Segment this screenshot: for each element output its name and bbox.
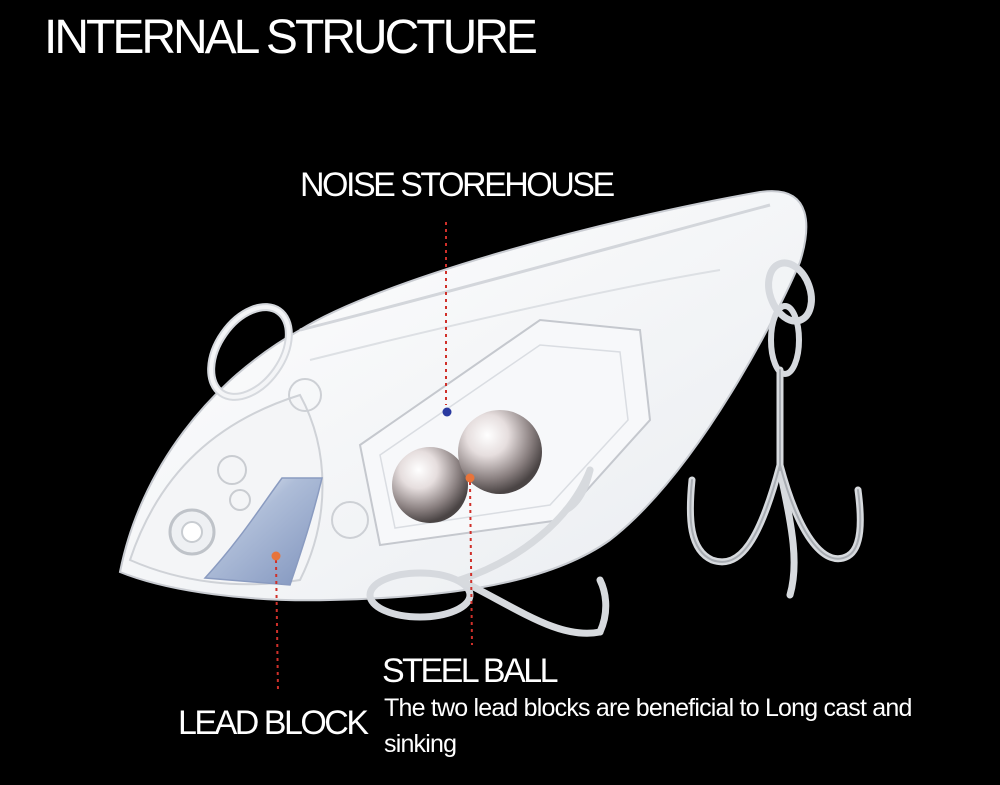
steel-dot: [465, 473, 475, 483]
tail-split-ring: [765, 259, 815, 325]
lead-block-label: LEAD BLOCK: [178, 704, 369, 742]
steel-ball-left: [392, 447, 468, 523]
lead-dot: [271, 551, 281, 561]
lead-leader-line: [275, 559, 279, 693]
belly-treble-hook-icon: [456, 466, 610, 637]
steel-leader-line: [469, 481, 473, 646]
noise-storehouse-label: NOISE STOREHOUSE: [300, 166, 615, 204]
page-title: INTERNAL STRUCTURE: [44, 11, 538, 64]
steel-ball-label: STEEL BALL: [382, 652, 559, 690]
belly-split-ring: [366, 569, 474, 621]
description-text: The two lead blocks are beneficial to Lo…: [384, 694, 912, 758]
noise-dot: [442, 407, 452, 417]
lead-block: [203, 477, 323, 586]
steel-ball-right: [458, 410, 542, 494]
